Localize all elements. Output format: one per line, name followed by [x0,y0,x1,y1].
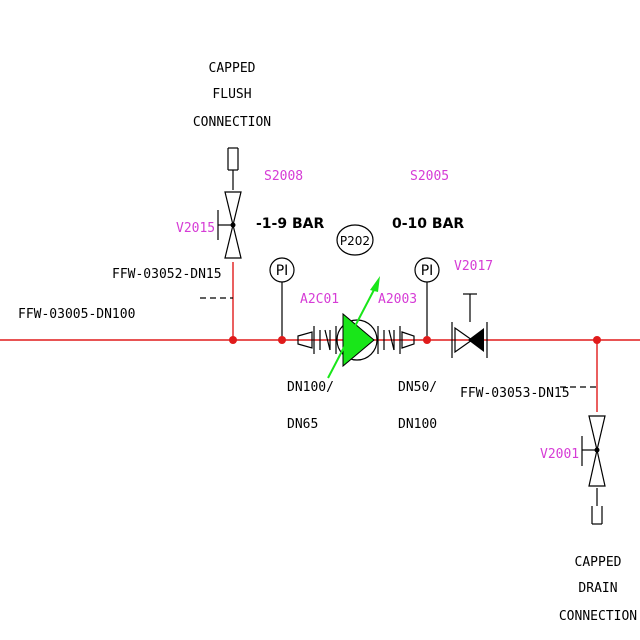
main-line-label: FFW-03005-DN100 [18,307,135,322]
suction-size-line-2: DN65 [287,417,318,432]
flush-note-line-1: CAPPED [209,61,256,76]
instrument-s2008-tag: S2008 [264,169,303,184]
drain-branch [560,340,603,525]
discharge-range: 0-10 BAR [392,216,464,232]
drain-note-line-2: DRAIN [578,581,617,596]
flush-branch-junction [229,336,237,344]
drain-note-line-3: CONNECTION [559,609,637,624]
valve-v2015[interactable] [217,191,242,259]
valve-v2015-tag: V2015 [176,221,215,236]
valve-v2017-tag: V2017 [454,259,493,274]
flush-note-line-3: CONNECTION [193,115,271,130]
pump-tag-bubble: P202 [336,224,374,256]
flush-note-line-2: FLUSH [212,87,251,102]
discharge-size-line-1: DN50/ [398,380,437,395]
valve-v2001[interactable] [581,415,606,487]
flush-branch [200,147,239,340]
suction-range: -1-9 BAR [256,216,324,232]
suction-size-line-1: DN100/ [287,380,334,395]
pump-tag: P202 [340,234,370,248]
pump-p202[interactable] [327,276,380,379]
valve-v2017[interactable] [451,293,488,358]
reducer-a2c01-tag: A2C01 [300,292,339,307]
flush-line-label: FFW-03052-DN15 [112,267,222,282]
reducer-a2003-tag: A2003 [378,292,417,307]
drain-line-label: FFW-03053-DN15 [460,386,570,401]
pi-suction-symbol: PI [276,263,289,279]
valve-v2001-tag: V2001 [540,447,579,462]
drain-note-line-1: CAPPED [575,555,622,570]
drain-branch-junction [593,336,601,344]
reducer-a2c01[interactable] [297,326,337,354]
instrument-s2005-tag: S2005 [410,169,449,184]
suction-gauge-junction [278,336,286,344]
pressure-indicator-suction[interactable]: PI [269,257,295,340]
pi-discharge-symbol: PI [421,263,434,279]
pressure-indicator-discharge[interactable]: PI [414,257,440,340]
discharge-gauge-junction [423,336,431,344]
discharge-size-line-2: DN100 [398,417,437,432]
reducer-a2003[interactable] [377,326,415,354]
